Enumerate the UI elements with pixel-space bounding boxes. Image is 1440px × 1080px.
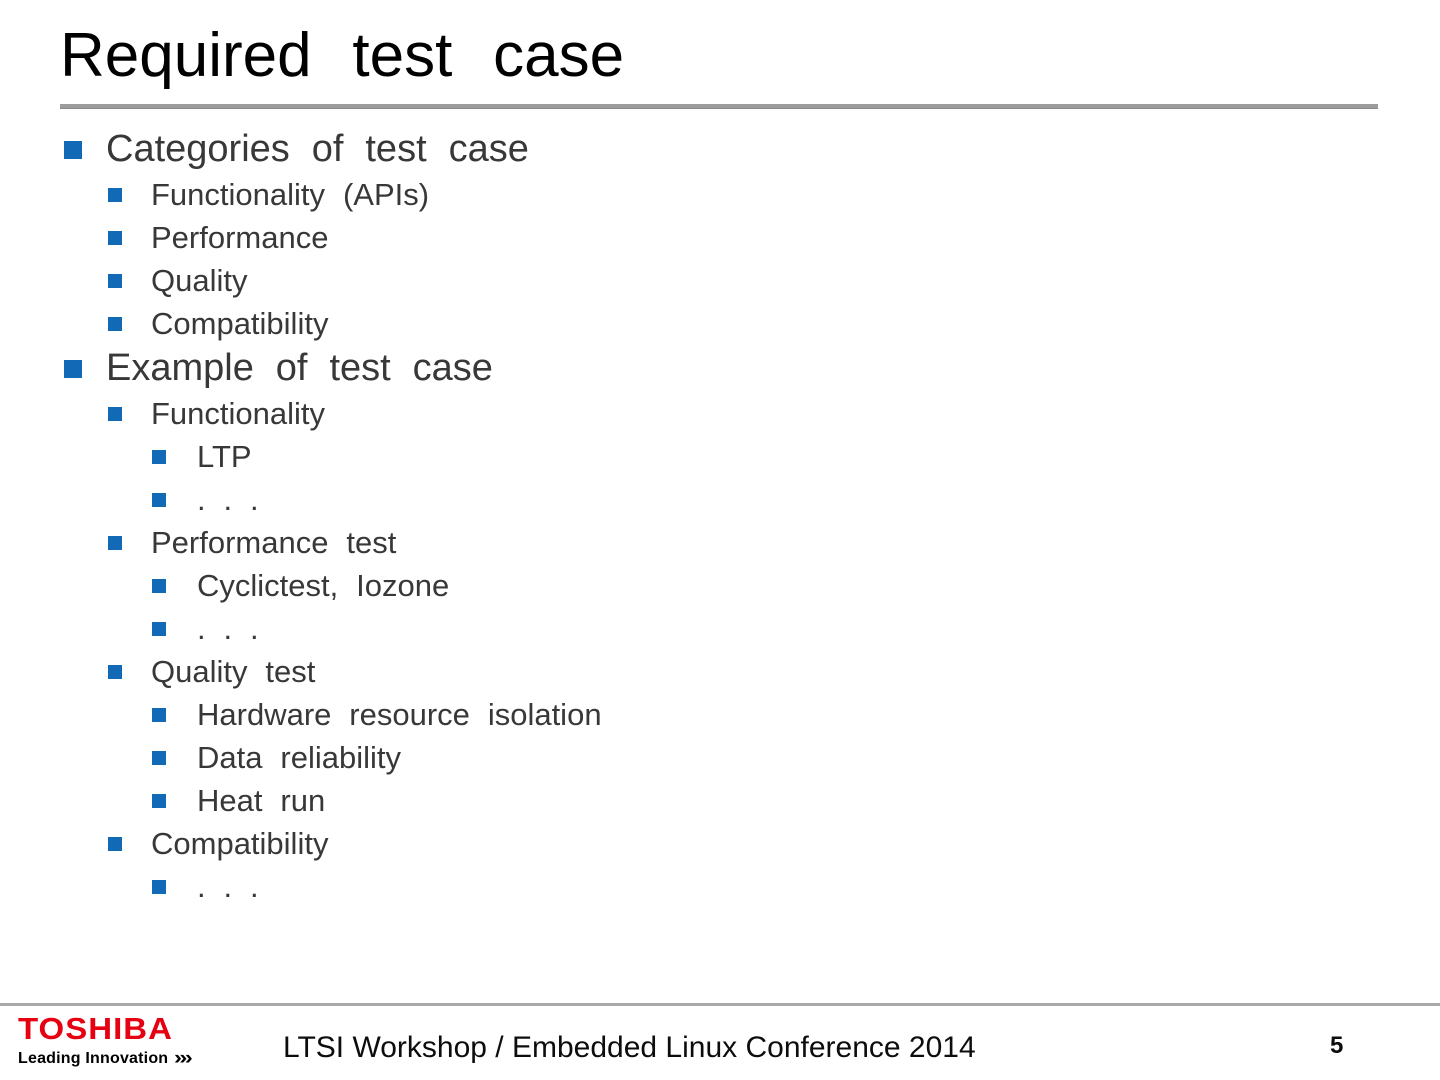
title-underline [60, 104, 1378, 109]
list-item: Compatibility [0, 302, 1440, 345]
bullet-square-icon [108, 316, 122, 331]
bullet-square-icon [152, 449, 166, 464]
list-item: Functionality (APIs) [0, 173, 1440, 216]
bullet-square-icon [108, 230, 122, 245]
item-label: . . . [197, 481, 259, 517]
bullet-square-icon [108, 535, 122, 550]
item-label: Performance [151, 219, 329, 255]
chevrons-icon: ››› [174, 1048, 193, 1069]
item-label: Functionality [151, 395, 326, 431]
item-label: Categories of test case [106, 128, 529, 170]
list-item: . . . [0, 478, 1440, 521]
list-item: Hardware resource isolation [0, 693, 1440, 736]
item-label: Cyclictest, Iozone [197, 567, 450, 603]
item-label: Functionality (APIs) [151, 176, 430, 212]
toshiba-logo: TOSHIBA Leading Innovation ››› [18, 1011, 193, 1069]
footer-caption: LTSI Workshop / Embedded Linux Conferenc… [283, 1031, 976, 1064]
bullet-square-icon [64, 359, 82, 378]
item-label: Quality test [151, 653, 316, 689]
list-item: Quality test [0, 650, 1440, 693]
item-label: Quality [151, 262, 248, 298]
item-label: Example of test case [106, 347, 493, 389]
list-item: Performance [0, 216, 1440, 259]
list-item: . . . [0, 865, 1440, 908]
bullet-square-icon [152, 793, 166, 808]
bullet-square-icon [108, 836, 122, 851]
footer-divider [0, 1003, 1440, 1006]
list-item: Quality [0, 259, 1440, 302]
logo-tagline-text: Leading Innovation [18, 1049, 169, 1067]
page-title: Required test case [60, 21, 625, 90]
bullet-square-icon [152, 492, 166, 507]
item-label: Compatibility [151, 305, 329, 341]
list-item: Categories of test case [0, 126, 1440, 173]
item-label: . . . [197, 610, 259, 646]
list-item: Cyclictest, Iozone [0, 564, 1440, 607]
item-label: . . . [197, 868, 259, 904]
list-item: Compatibility [0, 822, 1440, 865]
list-item: Functionality [0, 392, 1440, 435]
item-label: Compatibility [151, 825, 329, 861]
list-item: LTP [0, 435, 1440, 478]
item-label: Hardware resource isolation [197, 696, 602, 732]
item-label: Performance test [151, 524, 397, 560]
logo-tagline: Leading Innovation ››› [18, 1048, 193, 1069]
list-item: Performance test [0, 521, 1440, 564]
item-label: Heat run [197, 782, 326, 818]
bullet-square-icon [152, 621, 166, 636]
bullet-square-icon [108, 664, 122, 679]
list-item: Data reliability [0, 736, 1440, 779]
bullet-square-icon [152, 707, 166, 722]
bullet-square-icon [152, 879, 166, 894]
bullet-square-icon [152, 750, 166, 765]
bullet-square-icon [108, 187, 122, 202]
page-number: 5 [1330, 1032, 1344, 1059]
list-item: Heat run [0, 779, 1440, 822]
bullet-square-icon [108, 406, 122, 421]
list-item: . . . [0, 607, 1440, 650]
list-item: Example of test case [0, 345, 1440, 392]
bullet-square-icon [64, 140, 82, 159]
bullet-square-icon [152, 578, 166, 593]
item-label: LTP [197, 438, 252, 474]
toshiba-logo-text: TOSHIBA [18, 1011, 173, 1046]
bullet-square-icon [108, 273, 122, 288]
item-label: Data reliability [197, 739, 401, 775]
